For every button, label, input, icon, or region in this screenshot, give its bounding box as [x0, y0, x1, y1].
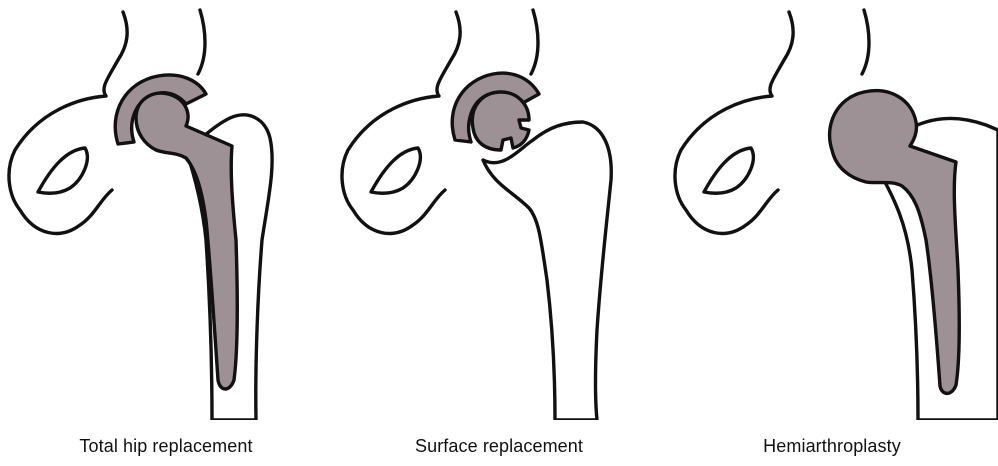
- panel-total-hip-replacement: Total hip replacement: [0, 0, 332, 466]
- ilium-edge: [862, 10, 869, 74]
- surface-replacement-illustration: [333, 0, 665, 420]
- ilium-edge: [531, 10, 538, 74]
- pelvis-outline: [342, 12, 460, 233]
- obturator-foramen: [38, 148, 87, 193]
- resurfacing-head-cap: [472, 92, 529, 150]
- hemiarthroplasty-illustration: [666, 0, 998, 420]
- panel-hemiarthroplasty: Hemiarthroplasty: [666, 0, 998, 466]
- pelvis-outline: [675, 12, 793, 233]
- total-hip-illustration: [0, 0, 332, 420]
- obturator-foramen: [371, 148, 420, 193]
- femur-outline: [483, 122, 611, 420]
- pelvis-outline: [9, 12, 127, 233]
- caption-total-hip-replacement: Total hip replacement: [0, 436, 332, 457]
- obturator-foramen: [704, 148, 753, 193]
- caption-hemiarthroplasty: Hemiarthroplasty: [666, 436, 998, 457]
- caption-surface-replacement: Surface replacement: [333, 436, 665, 457]
- ilium-edge: [198, 10, 205, 74]
- panel-surface-replacement: Surface replacement: [333, 0, 665, 466]
